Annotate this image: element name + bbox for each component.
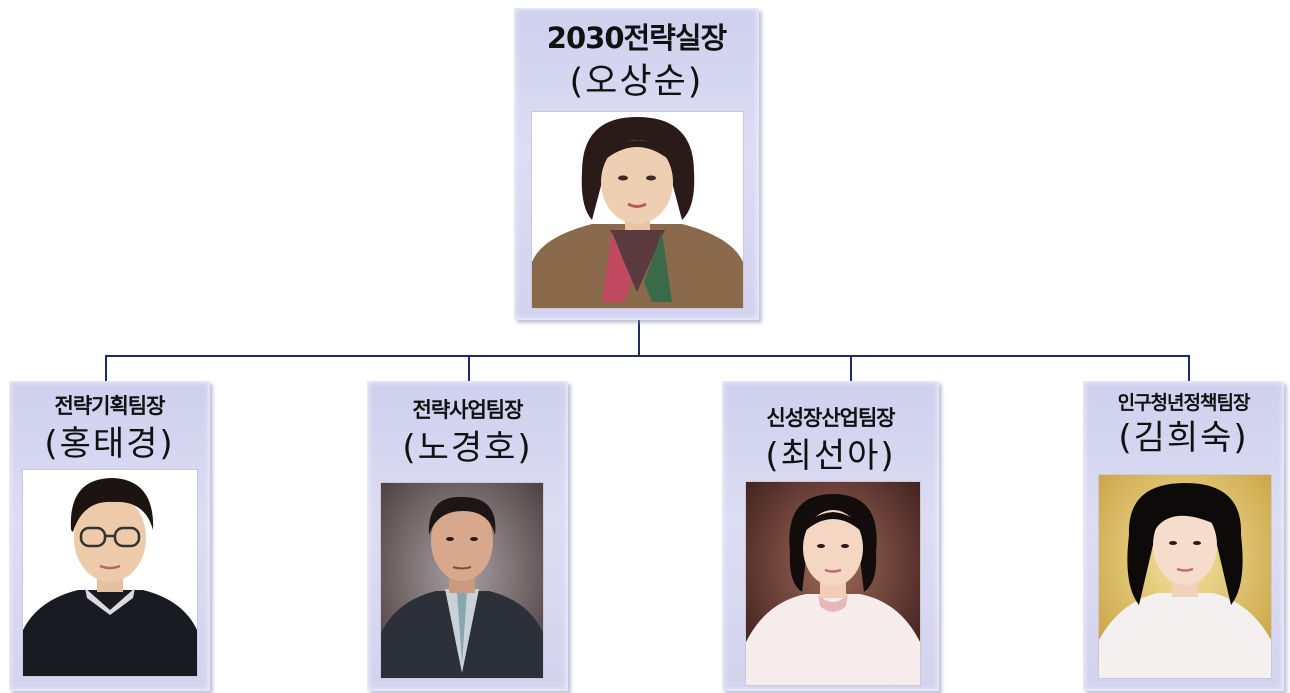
team-1-name: (홍태경) xyxy=(44,424,175,464)
team-1-title: 전략기획팀장 xyxy=(54,394,166,418)
team-3-name: (최선아) xyxy=(765,436,896,476)
connector-team-1 xyxy=(105,355,107,382)
team-2-title: 전략사업팀장 xyxy=(412,398,524,422)
head-title: 2030전략실장 xyxy=(546,21,727,55)
team-card-1: 전략기획팀장 (홍태경) xyxy=(9,381,210,691)
team-4-portrait xyxy=(1098,474,1272,679)
team-4-title: 인구청년정책팀장 xyxy=(1117,392,1251,414)
connector-team-2 xyxy=(468,355,470,382)
connector-team-3 xyxy=(850,355,852,382)
head-portrait xyxy=(531,111,744,309)
team-card-3: 신성장산업팀장 (최선아) xyxy=(722,381,939,691)
team-2-name: (노경호) xyxy=(402,428,533,468)
connector-team-4 xyxy=(1188,355,1190,382)
team-4-name: (김희숙) xyxy=(1118,418,1249,458)
team-card-4: 인구청년정책팀장 (김희숙) xyxy=(1083,381,1284,691)
team-3-title: 신성장산업팀장 xyxy=(766,406,895,430)
org-head-card: 2030전략실장 (오상순) xyxy=(514,8,759,320)
connector-horizontal xyxy=(105,355,1190,357)
team-2-portrait xyxy=(380,482,544,679)
team-1-portrait xyxy=(22,469,198,677)
connector-head-down xyxy=(638,320,640,357)
team-3-portrait xyxy=(745,481,921,686)
team-card-2: 전략사업팀장 (노경호) xyxy=(367,381,568,691)
head-name: (오상순) xyxy=(569,62,704,102)
